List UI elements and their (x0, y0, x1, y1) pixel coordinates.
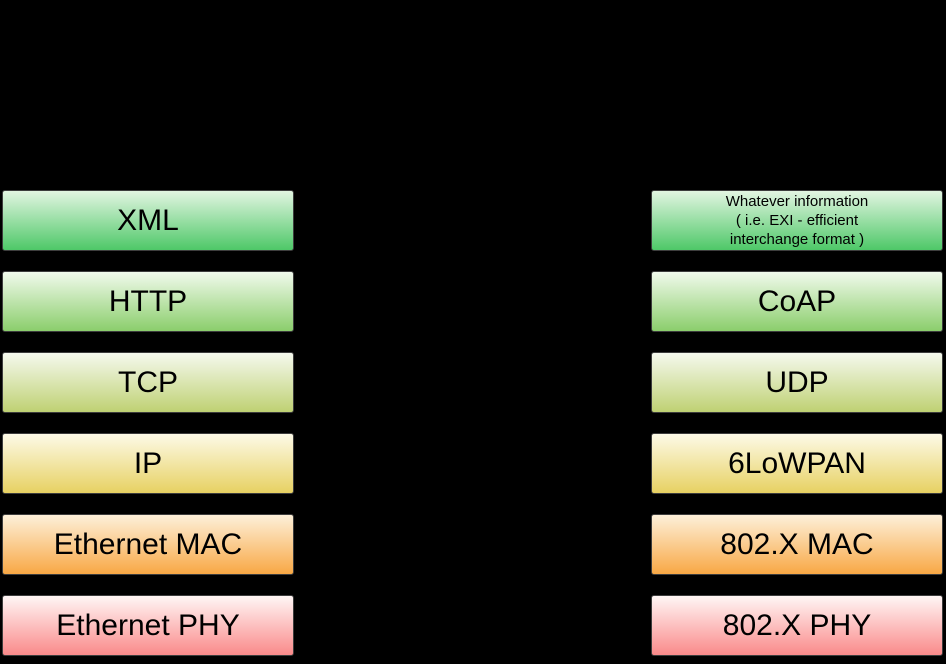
box-label-line: ( i.e. EXI - efficient (735, 212, 859, 229)
box-label: CoAP (757, 284, 837, 318)
box-label: Ethernet PHY (56, 608, 240, 642)
box-label: 802.X MAC (720, 527, 874, 561)
stack-box-ethernet-mac: Ethernet MAC (2, 514, 294, 575)
box-label: HTTP (108, 284, 188, 318)
stack-box-udp: UDP (651, 352, 943, 413)
stack-box-http: HTTP (2, 271, 294, 332)
box-label: 6LoWPAN (728, 446, 866, 480)
stack-box-802x-mac: 802.X MAC (651, 514, 943, 575)
stack-box-ip: IP (2, 433, 294, 494)
box-label-line: interchange format ) (729, 231, 865, 248)
box-label: TCP (118, 365, 178, 399)
box-label: 802.X PHY (722, 608, 872, 642)
stack-box-802x-phy: 802.X PHY (651, 595, 943, 656)
box-label: XML (117, 203, 179, 237)
box-label: Ethernet MAC (53, 527, 243, 561)
box-label: IP (133, 446, 163, 480)
box-label: UDP (765, 365, 829, 399)
stack-box-xml: XML (2, 190, 294, 251)
stack-box-coap: CoAP (651, 271, 943, 332)
stack-box-tcp: TCP (2, 352, 294, 413)
stack-box-payload-format: Whatever information ( i.e. EXI - effici… (651, 190, 943, 251)
stack-box-6lowpan: 6LoWPAN (651, 433, 943, 494)
stack-box-ethernet-phy: Ethernet PHY (2, 595, 294, 656)
box-label-line: Whatever information (725, 193, 869, 210)
